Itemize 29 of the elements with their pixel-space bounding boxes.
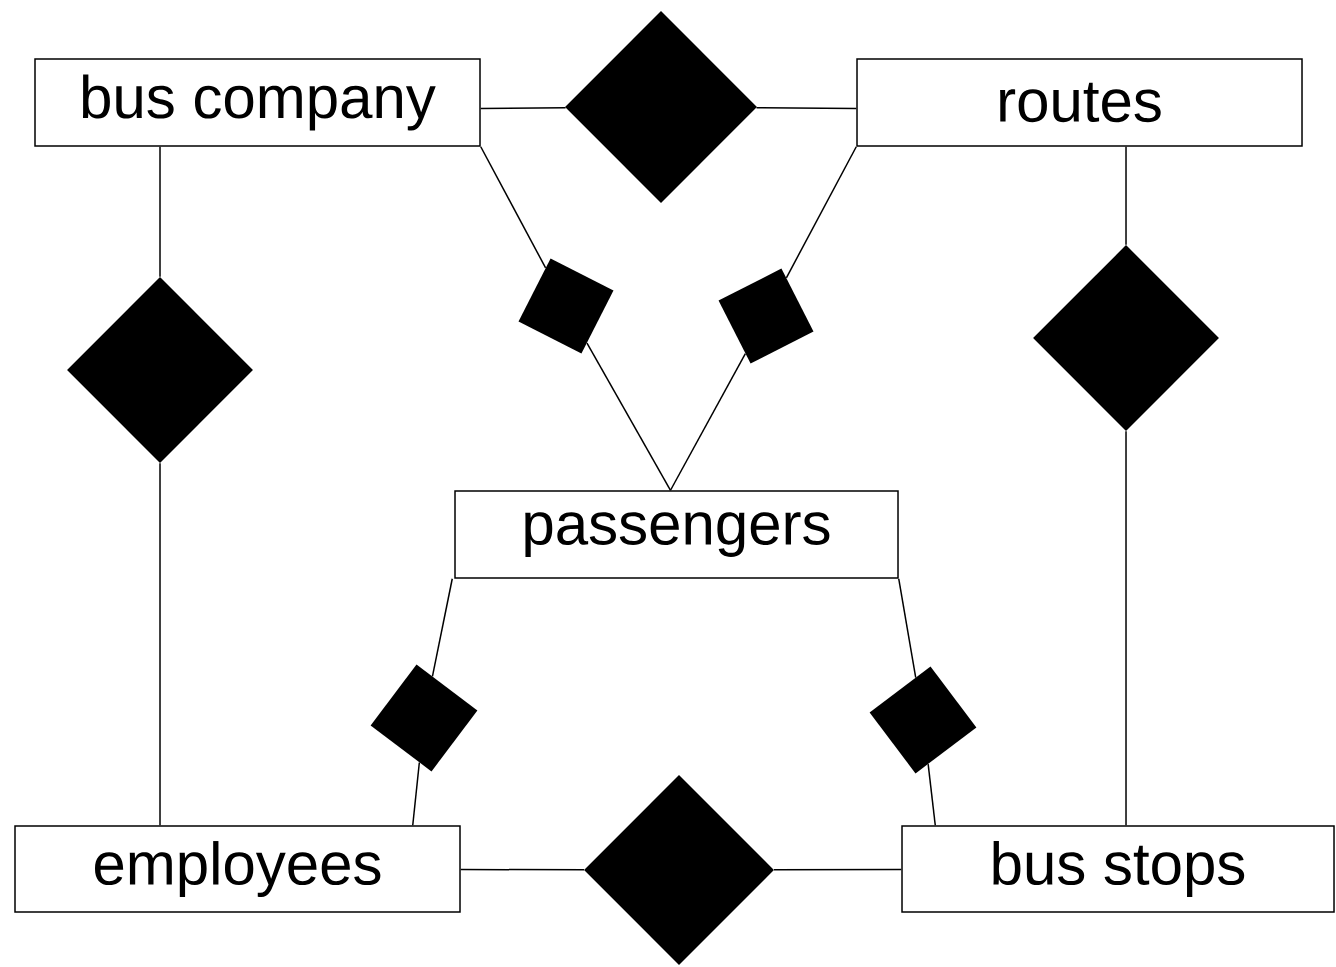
entity-box: bus company bbox=[34, 58, 481, 147]
connector-line bbox=[159, 146, 161, 278]
connector-line bbox=[898, 578, 917, 679]
entity-box: bus stops bbox=[901, 825, 1335, 913]
connector-line bbox=[927, 763, 936, 826]
connector-line bbox=[773, 868, 902, 871]
connector-line bbox=[159, 462, 161, 826]
connector-line bbox=[480, 107, 567, 110]
relationship-diamond bbox=[565, 11, 757, 203]
connector-line bbox=[480, 146, 547, 269]
relationship-diamond bbox=[869, 666, 977, 774]
relationship-diamond bbox=[67, 277, 253, 463]
entity-box: routes bbox=[856, 58, 1303, 147]
entity-box: passengers bbox=[454, 490, 899, 579]
connector-line bbox=[412, 761, 421, 826]
relationship-diamond bbox=[370, 664, 478, 772]
connector-line bbox=[1125, 430, 1127, 826]
relationship-diamond bbox=[518, 258, 614, 354]
connector-line bbox=[460, 868, 585, 871]
relationship-diamond bbox=[1033, 245, 1219, 431]
relationship-diamond bbox=[718, 268, 814, 364]
relationship-diamond bbox=[584, 775, 774, 965]
connector-line bbox=[755, 107, 857, 110]
connector-line bbox=[785, 146, 857, 279]
connector-line bbox=[586, 342, 672, 491]
connector-line bbox=[1125, 146, 1127, 246]
connector-line bbox=[431, 578, 453, 678]
entity-box: employees bbox=[14, 825, 461, 913]
connector-line bbox=[669, 352, 747, 491]
